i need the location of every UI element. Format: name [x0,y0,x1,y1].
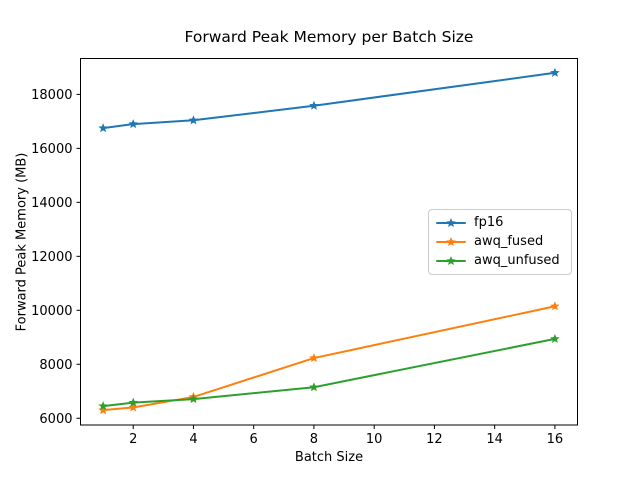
axes-frame [80,58,578,426]
series-line-awq_fused [102,305,556,412]
data-point-awq_unfused [309,382,319,392]
data-point-awq_fused [550,301,560,311]
legend: fp16 awq_fused awq_unfused [428,209,572,275]
x-tick-label: 4 [189,432,197,447]
data-point-fp16 [188,115,199,125]
data-point-fp16 [98,123,108,133]
x-axis-label: Batch Size [294,450,364,465]
data-point-awq_unfused [128,397,138,407]
series-line-fp16 [102,71,556,130]
y-axis-label: Forward Peak Memory (MB) [14,152,30,332]
x-tick-label: 8 [310,432,318,447]
data-point-fp16 [550,67,560,77]
legend-line-sample-awq-unfused [436,256,466,266]
legend-sample-marker [446,256,456,266]
data-point-awq_fused [309,353,319,363]
legend-line-sample-awq-fused [436,236,466,247]
y-tick-label: 18000 [31,88,72,103]
legend-label-fp16: fp16 [474,214,504,230]
y-tick-label: 8000 [39,358,72,373]
x-tick-label: 16 [547,432,564,447]
chart-title: Forward Peak Memory per Batch Size [184,28,474,46]
legend-label-awq-fused: awq_fused [474,233,544,249]
data-point-awq_fused [98,405,108,415]
y-tick-label: 12000 [31,250,72,265]
y-tick-label: 6000 [39,412,72,427]
legend-label-awq-unfused: awq_unfused [474,253,560,269]
legend-entry-fp16: fp16 [436,214,564,232]
legend-sample-marker [446,217,456,227]
data-point-fp16 [128,119,138,129]
legend-sample-marker [446,236,456,247]
x-tick-label: 12 [426,432,443,447]
data-point-awq_unfused [188,394,199,404]
legend-entry-awq-fused: awq_fused [436,233,564,251]
data-point-fp16 [309,100,319,110]
legend-entry-awq-unfused: awq_unfused [436,252,564,270]
data-point-awq_unfused [98,401,108,411]
x-tick-label: 6 [250,432,258,447]
x-tick-label: 10 [366,432,383,447]
series-line-awq_unfused [102,337,556,408]
data-point-awq_fused [128,402,138,412]
y-tick-label: 16000 [31,142,72,157]
x-tick-label: 2 [129,432,137,447]
y-tick-label: 14000 [31,196,72,211]
data-point-awq_unfused [550,333,560,343]
legend-line-sample-fp16 [436,217,466,227]
y-tick-label: 10000 [31,304,72,319]
x-tick-label: 14 [486,432,503,447]
